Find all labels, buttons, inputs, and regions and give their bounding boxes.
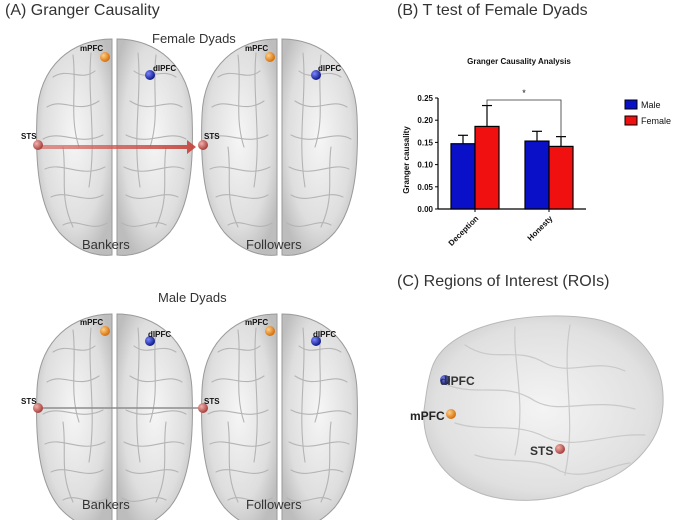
bar-male-deception [450,143,476,210]
bar-male-honesty [524,140,550,210]
y-tick-label: 0.05 [417,183,433,192]
female-granger-arrow [40,140,196,154]
y-tick-label: 0.25 [417,94,433,103]
significance-marker: * [522,88,526,98]
female-bankers-dlpfc-node [145,70,155,80]
female-followers-dlpfc-label: dlPFC [318,64,341,73]
x-tick-label: Deception [447,214,481,248]
chart-title: Granger Causality Analysis [467,57,571,66]
y-tick-label: 0.20 [417,116,433,125]
male-followers-dlpfc-node [311,336,321,346]
female-bankers-caption: Bankers [82,237,130,252]
male-followers-dlpfc-label: dlPFC [313,330,336,339]
male-bankers-brain [35,313,194,520]
legend-swatch-female [624,115,638,126]
male-followers-mpfc-label: mPFC [245,318,268,327]
male-bankers-mpfc-node [100,326,110,336]
roi-mpfc-node [446,409,456,419]
roi-dlpfc-node [440,375,450,385]
chart-y-axis-label: Granger causality [402,126,411,194]
male-bankers-dlpfc-label: dlPFC [148,330,171,339]
male-bankers-sts-node [33,403,43,413]
legend-swatch-male [624,99,638,110]
female-bankers-sts-node [33,140,43,150]
bar-female-deception [474,125,500,210]
female-followers-mpfc-label: mPFC [245,44,268,53]
female-bankers-dlpfc-label: dlPFC [153,64,176,73]
roi-sts-node [555,444,565,454]
panel-c-title: (C) Regions of Interest (ROIs) [397,273,610,290]
male-bankers-sts-label: STS [21,397,37,406]
male-bankers-mpfc-label: mPFC [80,318,103,327]
y-tick-label: 0.00 [417,205,433,214]
female-dyads-label: Female Dyads [152,31,236,46]
y-tick-label: 0.10 [417,161,433,170]
roi-sts-label: STS [530,444,553,458]
significance-bracket [486,99,562,137]
female-followers-sts-node [198,140,208,150]
granger-bar-chart: Granger Causality Analysis Granger causa… [402,57,671,248]
female-followers-caption: Followers [246,237,302,252]
female-followers-dlpfc-node [311,70,321,80]
female-bankers-mpfc-label: mPFC [80,44,103,53]
female-followers-sts-label: STS [204,132,220,141]
roi-mpfc-label: mPFC [410,409,445,423]
panel-b-title: (B) T test of Female Dyads [397,2,588,19]
male-dyads-label: Male Dyads [158,290,227,305]
male-followers-sts-node [198,403,208,413]
male-bankers-caption: Bankers [82,497,130,512]
panel-c-brain: dlPFC mPFC STS [410,315,664,501]
y-tick-label: 0.15 [417,138,433,147]
panel-a-title: (A) Granger Causality [5,2,160,19]
female-bankers-mpfc-node [100,52,110,62]
roi-dlpfc-label: dlPFC [440,374,475,388]
male-followers-caption: Followers [246,497,302,512]
female-bankers-sts-label: STS [21,132,37,141]
lateral-brain [423,315,664,501]
legend-label-female: Female [641,116,671,126]
male-bankers-dlpfc-node [145,336,155,346]
male-followers-mpfc-node [265,326,275,336]
male-followers-sts-label: STS [204,397,220,406]
male-followers-brain [200,313,359,520]
x-tick-label: Honesty [526,214,555,243]
legend-label-male: Male [641,100,661,110]
bar-female-honesty [548,145,574,210]
female-followers-mpfc-node [265,52,275,62]
